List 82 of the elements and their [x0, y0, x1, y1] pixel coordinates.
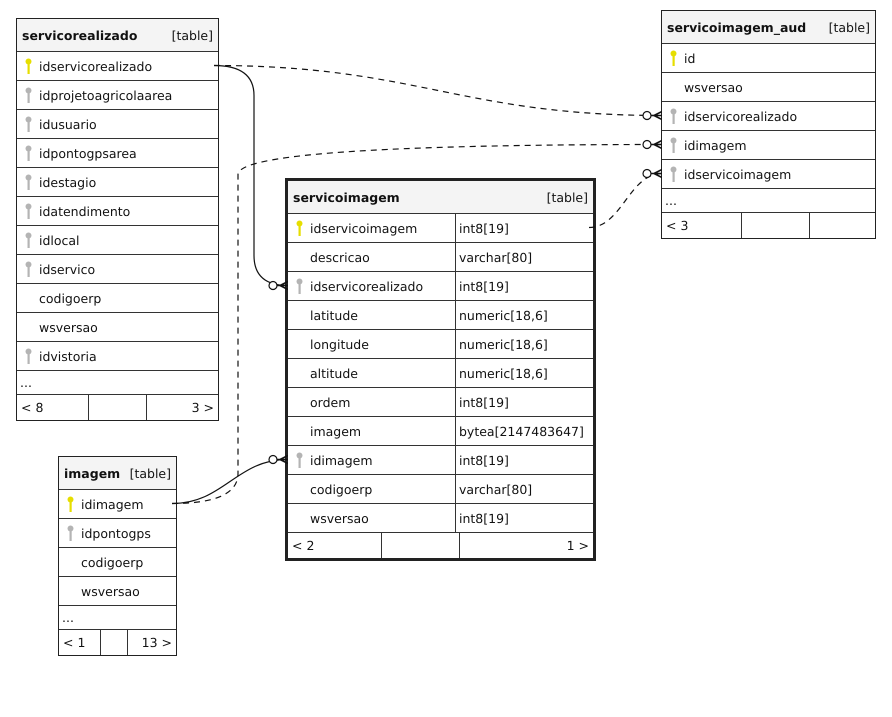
column-name: codigoerp	[39, 290, 102, 306]
column-name: idusuario	[39, 116, 98, 132]
column-name: idservicorealizado	[310, 278, 424, 294]
relationship-line	[172, 140, 663, 504]
table-box	[661, 10, 876, 239]
column-name: idlocal	[39, 232, 81, 248]
table-footer-row	[662, 212, 875, 238]
column-name: codigoerp	[81, 554, 144, 570]
column-name: idpontogpsarea	[39, 146, 138, 160]
table-row	[288, 271, 593, 300]
table-row	[288, 503, 593, 532]
table-box	[16, 18, 219, 421]
column-name: imagem	[310, 424, 362, 438]
table-footer-row	[17, 394, 218, 420]
table-row	[288, 329, 593, 358]
column-type: int8[19]	[455, 272, 593, 300]
column-type: int8[19]	[455, 214, 593, 242]
table-box	[285, 178, 596, 561]
column-name: idprojetoagricolaarea	[39, 88, 174, 102]
column-name: ordem	[310, 394, 352, 410]
table-name: imagem	[64, 466, 120, 480]
table-name: servicorealizado	[22, 28, 138, 42]
column-name: idservicorealizado	[39, 58, 154, 74]
table-row	[288, 358, 593, 387]
table-tag: [table]	[546, 190, 588, 204]
table-row	[288, 387, 593, 416]
column-name: descricao	[310, 250, 371, 264]
column-name: id	[684, 50, 696, 66]
column-type: varchar[80]	[455, 243, 593, 271]
column-name: idservicoimagem	[684, 166, 792, 182]
table-row	[288, 445, 593, 474]
column-name: latitude	[310, 308, 359, 322]
page-counter: < 1	[63, 635, 86, 650]
column-name: idatendimento	[39, 204, 132, 218]
column-name: idimagem	[684, 138, 748, 152]
table-box	[58, 456, 177, 656]
column-name: idservico	[39, 262, 96, 276]
column-type: bytea[2147483647]	[455, 417, 593, 445]
column-name: idimagem	[81, 496, 145, 512]
column-name: wsversao	[39, 320, 99, 334]
column-type: varchar[80]	[455, 475, 593, 503]
column-name: idvistoria	[39, 348, 98, 364]
table-name: servicoimagem_aud	[667, 20, 806, 34]
relationship-line	[588, 168, 664, 228]
table-tag: [table]	[172, 28, 213, 42]
table-row	[288, 300, 593, 329]
column-name: wsversao	[81, 584, 141, 598]
column-name: idservicorealizado	[684, 108, 798, 124]
table-tag: [table]	[828, 20, 870, 34]
table-row	[288, 213, 593, 242]
page-counter: < 3	[666, 218, 688, 233]
table-name: servicoimagem	[293, 190, 400, 204]
table-row	[288, 416, 593, 445]
page-counter: < 2	[292, 538, 314, 553]
column-type: numeric[18,6]	[455, 330, 593, 358]
table-footer-row	[288, 532, 593, 558]
table-row	[288, 474, 593, 503]
table-row	[288, 242, 593, 271]
more-columns-text: ...	[665, 193, 678, 208]
column-type: int8[19]	[455, 504, 593, 532]
page-counter: 3 >	[192, 400, 214, 415]
more-columns-text: ...	[20, 375, 33, 390]
column-type: int8[19]	[455, 446, 593, 474]
page-counter: < 8	[21, 400, 44, 415]
column-name: longitude	[310, 336, 370, 352]
column-type: int8[19]	[455, 388, 593, 416]
relationship-line	[214, 64, 663, 120]
column-name: idestagio	[39, 174, 98, 190]
column-name: wsversao	[684, 80, 744, 94]
column-name: codigoerp	[310, 482, 374, 496]
column-name: idimagem	[310, 452, 374, 468]
more-columns-text: ...	[62, 610, 75, 625]
page-counter: 1 >	[566, 538, 589, 553]
column-type: numeric[18,6]	[455, 359, 593, 387]
column-name: idpontogps	[81, 526, 152, 540]
page-counter: 13 >	[142, 635, 172, 650]
column-type: numeric[18,6]	[455, 301, 593, 329]
column-name: wsversao	[310, 510, 370, 526]
table-tag: [table]	[130, 466, 171, 480]
table-footer-row	[59, 629, 176, 655]
column-name: idservicoimagem	[310, 220, 418, 236]
column-name: altitude	[310, 366, 359, 380]
